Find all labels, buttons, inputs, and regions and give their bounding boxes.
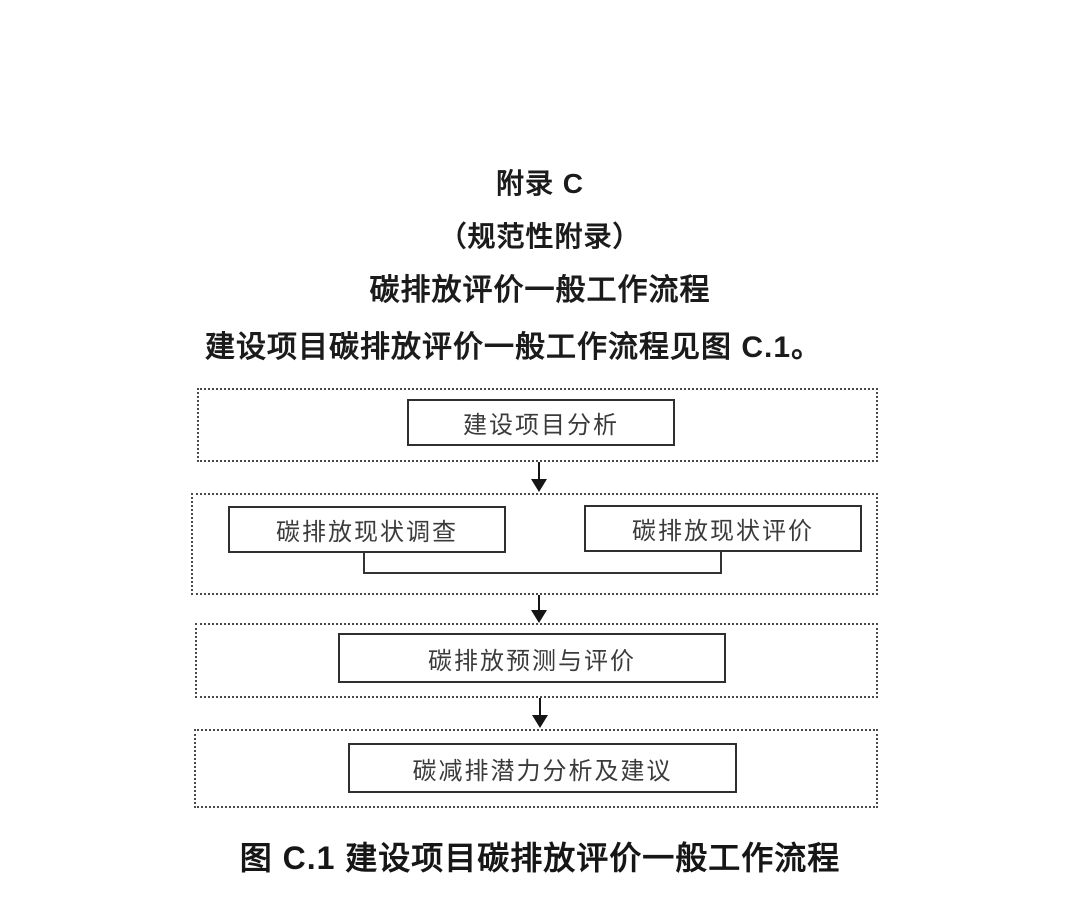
arrow-down-icon [530,595,548,623]
arrow-shaft [538,595,540,610]
flow-box-status-evaluation: 碳排放现状评价 [584,505,862,552]
flow-box-project-analysis: 建设项目分析 [407,399,675,446]
flow-stage-container-2 [191,493,878,595]
flow-box-prediction-evaluation: 碳排放预测与评价 [338,633,726,683]
flow-stage-container-3 [195,623,878,698]
flow-box-status-survey: 碳排放现状调查 [228,506,506,553]
appendix-label: 附录 C [495,168,584,199]
flow-box-reduction-potential: 碳减排潜力分析及建议 [348,743,737,793]
intro-text: 建设项目碳排放评价一般工作流程见图 C.1。 [205,331,823,364]
u-shape-connector-line [363,552,722,574]
arrow-head [531,610,547,623]
arrow-shaft [539,698,541,715]
arrow-down-icon [530,462,548,492]
arrow-head [531,479,547,492]
flow-stage-container-1 [197,388,878,462]
flow-stage-container-4 [194,729,878,808]
arrow-shaft [538,462,540,479]
appendix-subject: 碳排放评价一般工作流程 [369,274,711,307]
arrow-head [532,715,548,728]
appendix-type: （规范性附录） [438,221,642,252]
figure-caption: 图 C.1 建设项目碳排放评价一般工作流程 [239,840,841,876]
arrow-down-icon [531,698,549,728]
